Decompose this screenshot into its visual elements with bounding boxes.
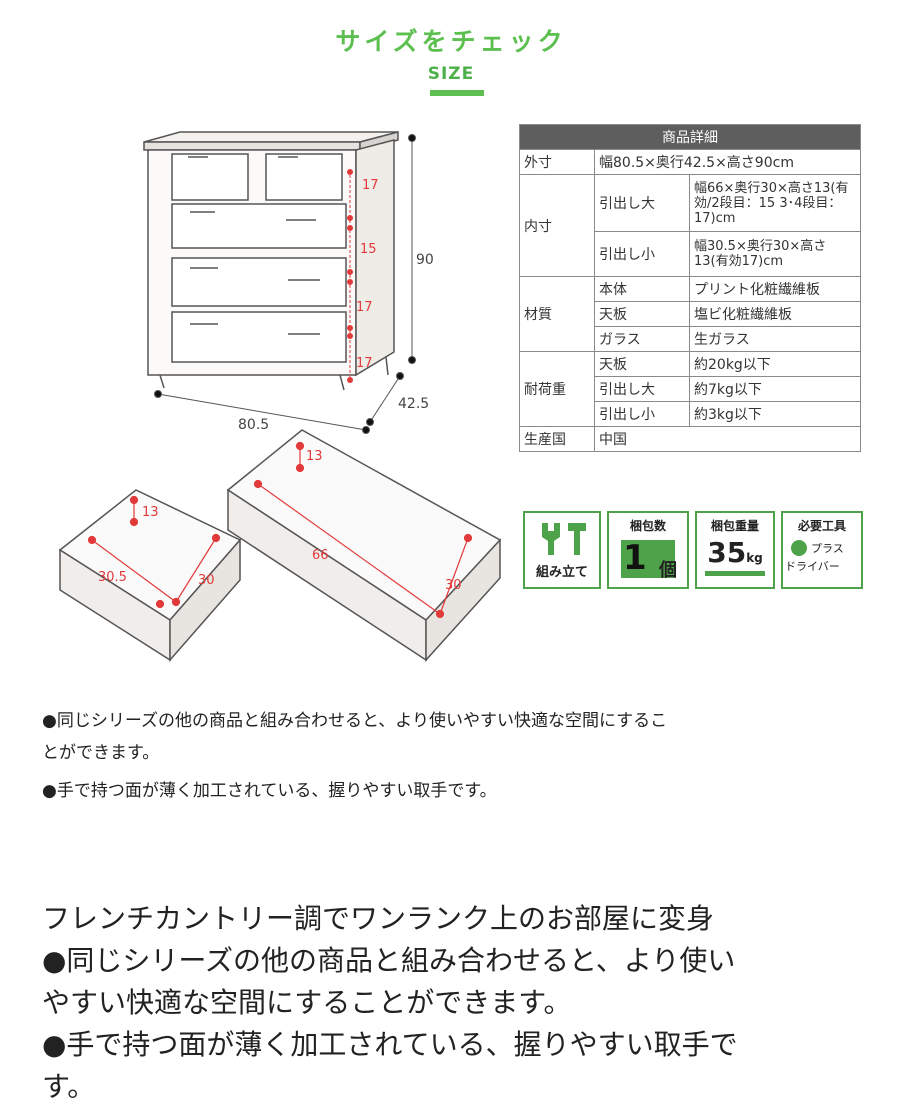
large-drawer-width-label: 66 — [312, 548, 329, 563]
outer-label: 外寸 — [519, 149, 595, 175]
assembly-box: 組み立て — [523, 511, 601, 589]
drawer-inner-markers — [87, 441, 473, 619]
load-small-value: 約3kg以下 — [689, 401, 861, 427]
description-line: フレンチカントリー調でワンランク上のお部屋に変身 — [42, 902, 715, 935]
section-title-en: SIZE — [427, 64, 475, 84]
mat-top-label: 天板 — [594, 301, 690, 327]
description-line: す。 — [42, 1070, 96, 1103]
drawer-small-value: 幅30.5×奥行30×高さ13(有効17)cm — [689, 231, 861, 277]
tools-box: 必要工具 プラス ドライバー — [781, 511, 863, 589]
description-line: やすい快適な空間にすることができます。 — [42, 986, 572, 1019]
drawer-height-markers — [347, 169, 353, 383]
small-drawer-width-label: 30.5 — [98, 570, 127, 585]
pkg-weight-unit: kg — [746, 551, 763, 565]
chest-drawing — [58, 131, 502, 662]
section-title-jp: サイズをチェック — [335, 27, 567, 56]
drawer-height-label: 17 — [362, 178, 379, 193]
mat-body-label: 本体 — [594, 276, 690, 302]
pkg-count-value: 1 — [623, 538, 647, 578]
spec-table: 商品詳細 外寸 幅80.5×奥行42.5×高さ90cm 内寸 引出し大 幅66×… — [519, 124, 861, 452]
small-drawer-height-label: 13 — [142, 505, 159, 520]
height-label: 90 — [416, 252, 434, 268]
dimension-drawing — [58, 131, 502, 662]
title-underline — [430, 90, 484, 96]
dimension-lines — [154, 134, 416, 434]
load-large-label: 引出し大 — [594, 376, 690, 402]
screwdriver-icon — [791, 540, 807, 556]
spec-table-title: 商品詳細 — [519, 124, 861, 150]
description-text: フレンチカントリー調でワンランク上のお部屋に変身 ●同じシリーズの他の商品と組み… — [42, 898, 872, 1108]
small-drawer-depth-label: 30 — [198, 573, 215, 588]
material-label: 材質 — [519, 276, 595, 352]
mat-top-value: 塩ビ化粧繊維板 — [689, 301, 861, 327]
assembly-label: 組み立て — [535, 565, 588, 580]
drawer-height-label: 17 — [356, 356, 373, 371]
description-line: ●同じシリーズの他の商品と組み合わせると、より使い — [42, 944, 736, 977]
description-line: ●手で持つ面が薄く加工されている、握りやすい取手で — [42, 1028, 738, 1061]
drawer-height-label: 17 — [356, 300, 373, 315]
drawer-height-label: 15 — [360, 242, 377, 257]
tools-value-2: ドライバー — [785, 560, 840, 573]
load-large-value: 約7kg以下 — [689, 376, 861, 402]
origin-label: 生産国 — [519, 426, 595, 452]
scale-icon — [705, 571, 765, 576]
drawer-small-label: 引出し小 — [594, 231, 690, 277]
mat-glass-label: ガラス — [594, 326, 690, 352]
load-small-label: 引出し小 — [594, 401, 690, 427]
origin-value: 中国 — [594, 426, 861, 452]
tools-label: 必要工具 — [797, 519, 846, 533]
box-icon — [621, 540, 675, 578]
drawer-large-value: 幅66×奥行30×高さ13(有効/2段目：15 3･4段目：17)cm — [689, 174, 861, 232]
load-top-value: 約20kg以下 — [689, 351, 861, 377]
pkg-weight-value: 35 — [707, 536, 747, 569]
package-count-box: 梱包数 1 個 — [607, 511, 689, 589]
note-line: とができます。 — [42, 743, 160, 763]
load-label: 耐荷重 — [519, 351, 595, 427]
wrench-hammer-icon — [542, 523, 586, 555]
tools-value-1: プラス — [811, 542, 844, 555]
pkg-count-label: 梱包数 — [629, 519, 666, 533]
note-line: ●手で持つ面が薄く加工されている、握りやすい取手です。 — [42, 781, 497, 801]
note-line: ●同じシリーズの他の商品と組み合わせると、より使いやすい快適な空間にするこ — [42, 711, 668, 731]
outer-value: 幅80.5×奥行42.5×高さ90cm — [594, 149, 861, 175]
pkg-weight-label: 梱包重量 — [710, 519, 759, 533]
large-drawer-height-label: 13 — [306, 449, 323, 464]
depth-label: 42.5 — [398, 396, 430, 412]
pkg-count-unit: 個 — [659, 560, 677, 581]
mat-glass-value: 生ガラス — [689, 326, 861, 352]
drawer-large-label: 引出し大 — [594, 174, 690, 232]
large-drawer-depth-label: 30 — [445, 578, 462, 593]
package-weight-box: 梱包重量 35kg — [695, 511, 775, 589]
mat-body-value: プリント化粧繊維板 — [689, 276, 861, 302]
inner-label: 内寸 — [519, 174, 595, 277]
width-label: 80.5 — [238, 417, 270, 433]
load-top-label: 天板 — [594, 351, 690, 377]
